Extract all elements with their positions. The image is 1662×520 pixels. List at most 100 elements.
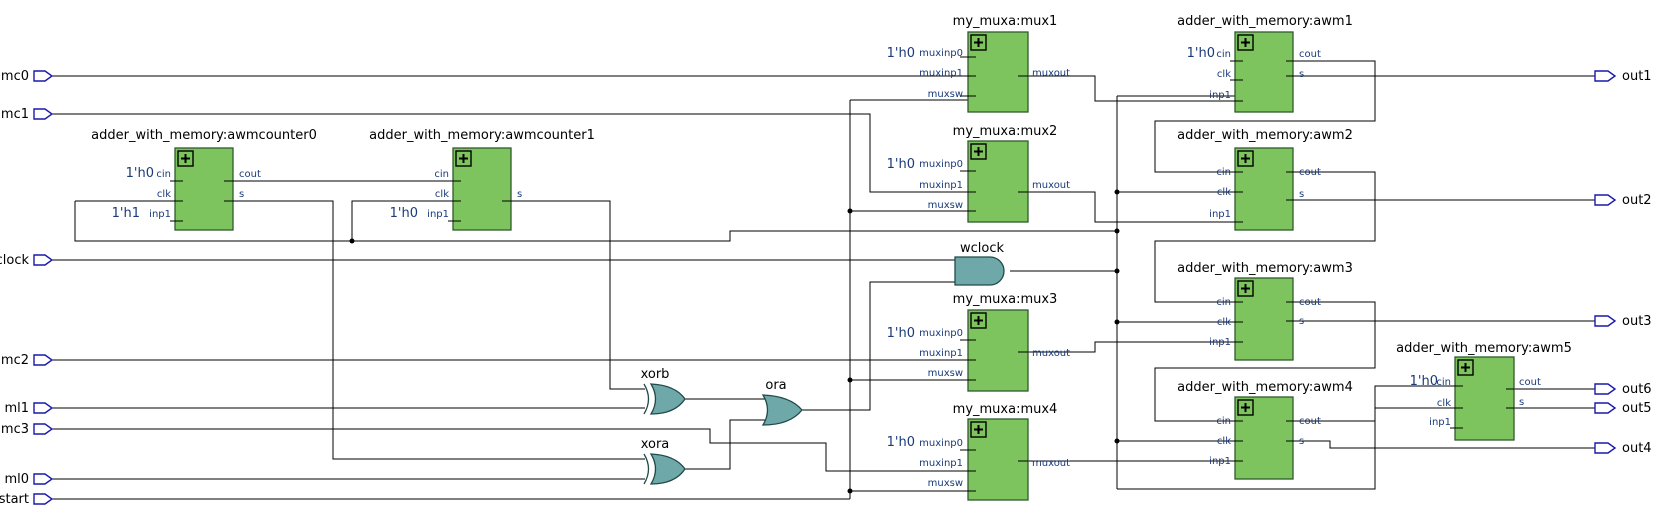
- gate-wclock[interactable]: wclock: [954, 241, 1005, 286]
- pin-label: muxinp0: [919, 159, 963, 170]
- const-value: 1'h0: [390, 206, 418, 221]
- port-arrow-icon: [1594, 383, 1617, 395]
- input-port-mc1[interactable]: mc1: [1, 107, 54, 122]
- input-port-mc3[interactable]: mc3: [1, 422, 54, 437]
- input-port-clock[interactable]: clock: [0, 253, 54, 268]
- const-value: 1'h0: [1187, 46, 1215, 61]
- gate-xorb[interactable]: xorb: [641, 367, 686, 415]
- block-mux2[interactable]: my_muxa:mux2 muxinp0 muxinp1 muxsw muxou…: [887, 124, 1071, 223]
- input-ports: mc0 mc1 clock mc2 ml1 mc3 ml0 start: [0, 69, 54, 507]
- input-label: mc1: [1, 107, 29, 122]
- block-awm2[interactable]: adder_with_memory:awm2 cin clk inp1 cout…: [1177, 128, 1353, 231]
- pin-label: inp1: [427, 209, 449, 220]
- block-awm3[interactable]: adder_with_memory:awm3 cin clk inp1 cout…: [1177, 261, 1353, 361]
- pin-label: clk: [1217, 436, 1231, 447]
- pin-label: inp1: [1209, 456, 1231, 467]
- input-port-ml1[interactable]: ml1: [4, 401, 54, 416]
- pin-label: s: [1299, 316, 1304, 327]
- plus-box-icon[interactable]: [1237, 280, 1254, 297]
- or-gate-icon: [761, 394, 803, 426]
- output-port-out1[interactable]: out1: [1594, 69, 1652, 84]
- plus-box-icon[interactable]: [1237, 34, 1254, 51]
- input-port-ml0[interactable]: ml0: [4, 472, 54, 487]
- pin-label: clk: [435, 189, 449, 200]
- plus-box-icon[interactable]: [970, 421, 987, 438]
- block-title: adder_with_memory:awmcounter0: [91, 128, 317, 143]
- pin-label: cin: [1216, 167, 1231, 178]
- gate-label: xorb: [641, 367, 670, 382]
- pin-label: cin: [1216, 297, 1231, 308]
- const-value: 1'h0: [1410, 374, 1438, 389]
- output-port-out3[interactable]: out3: [1594, 314, 1652, 329]
- block-awm1[interactable]: adder_with_memory:awm1 cin clk inp1 cout…: [1177, 14, 1353, 113]
- pin-label: inp1: [1209, 337, 1231, 348]
- pin-label: cin: [1436, 377, 1451, 388]
- input-port-mc2[interactable]: mc2: [1, 353, 54, 368]
- port-arrow-icon: [33, 70, 54, 82]
- pin-label: muxinp1: [919, 180, 963, 191]
- gate-ora[interactable]: ora: [761, 378, 803, 426]
- block-awm5[interactable]: adder_with_memory:awm5 cin clk inp1 cout…: [1396, 341, 1572, 441]
- output-port-out2[interactable]: out2: [1594, 193, 1652, 208]
- input-label: mc3: [1, 422, 29, 437]
- pin-label: cout: [239, 169, 261, 180]
- port-arrow-icon: [1594, 70, 1617, 82]
- output-port-out6[interactable]: out6: [1594, 382, 1652, 397]
- input-port-start[interactable]: start: [0, 492, 54, 507]
- port-arrow-icon: [33, 423, 54, 435]
- pin-label: muxsw: [928, 89, 963, 100]
- pin-label: cin: [1216, 416, 1231, 427]
- output-port-out5[interactable]: out5: [1594, 401, 1652, 416]
- pin-label: muxinp1: [919, 348, 963, 359]
- pin-label: cout: [1299, 167, 1321, 178]
- block-title: adder_with_memory:awm5: [1396, 341, 1572, 356]
- plus-box-icon[interactable]: [1457, 359, 1474, 376]
- output-label: out4: [1622, 441, 1652, 456]
- plus-box-icon[interactable]: [970, 34, 987, 51]
- plus-box-icon[interactable]: [455, 150, 472, 167]
- plus-box-icon[interactable]: [970, 143, 987, 160]
- pin-label: muxinp1: [919, 68, 963, 79]
- block-mux4[interactable]: my_muxa:mux4 muxinp0 muxinp1 muxsw muxou…: [887, 402, 1071, 501]
- output-ports: out1 out2 out3 out6 out5 out4: [1594, 69, 1652, 456]
- pin-label: inp1: [1209, 209, 1231, 220]
- pin-label: s: [1299, 69, 1304, 80]
- pin-label: inp1: [1429, 417, 1451, 428]
- output-label: out1: [1622, 69, 1652, 84]
- plus-box-icon[interactable]: [1237, 150, 1254, 167]
- pin-label: clk: [157, 189, 171, 200]
- block-title: adder_with_memory:awm3: [1177, 261, 1353, 276]
- input-label: clock: [0, 253, 29, 268]
- block-title: adder_with_memory:awmcounter1: [369, 128, 595, 143]
- port-arrow-icon: [1594, 315, 1617, 327]
- pin-label: cin: [434, 169, 449, 180]
- input-label: mc2: [1, 353, 29, 368]
- block-awm4[interactable]: adder_with_memory:awm4 cin clk inp1 cout…: [1177, 380, 1353, 480]
- input-label: mc0: [1, 69, 29, 84]
- plus-box-icon[interactable]: [1237, 399, 1254, 416]
- block-awmcounter1[interactable]: adder_with_memory:awmcounter1 cin clk in…: [369, 128, 595, 231]
- pin-label: muxsw: [928, 200, 963, 211]
- port-arrow-icon: [1594, 194, 1617, 206]
- const-value: 1'h0: [887, 435, 915, 450]
- pin-label: muxout: [1032, 180, 1070, 191]
- pin-label: s: [1519, 397, 1524, 408]
- block-title: adder_with_memory:awm2: [1177, 128, 1353, 143]
- pin-label: muxinp0: [919, 48, 963, 59]
- plus-box-icon[interactable]: [970, 312, 987, 329]
- block-mux3[interactable]: my_muxa:mux3 muxinp0 muxinp1 muxsw muxou…: [887, 292, 1071, 392]
- xor-gate-icon: [649, 383, 686, 415]
- pin-label: muxinp1: [919, 458, 963, 469]
- plus-box-icon[interactable]: [177, 150, 194, 167]
- gate-xora[interactable]: xora: [641, 437, 686, 485]
- input-label: ml0: [4, 472, 29, 487]
- port-arrow-icon: [33, 254, 54, 266]
- block-mux1[interactable]: my_muxa:mux1 muxinp0 muxinp1 muxsw muxou…: [887, 14, 1071, 113]
- pin-label: clk: [1217, 317, 1231, 328]
- pin-label: muxout: [1032, 458, 1070, 469]
- gate-label: xora: [641, 437, 670, 452]
- pin-label: muxsw: [928, 478, 963, 489]
- block-awmcounter0[interactable]: adder_with_memory:awmcounter0 cin clk in…: [91, 128, 317, 231]
- output-port-out4[interactable]: out4: [1594, 441, 1652, 456]
- input-port-mc0[interactable]: mc0: [1, 69, 54, 84]
